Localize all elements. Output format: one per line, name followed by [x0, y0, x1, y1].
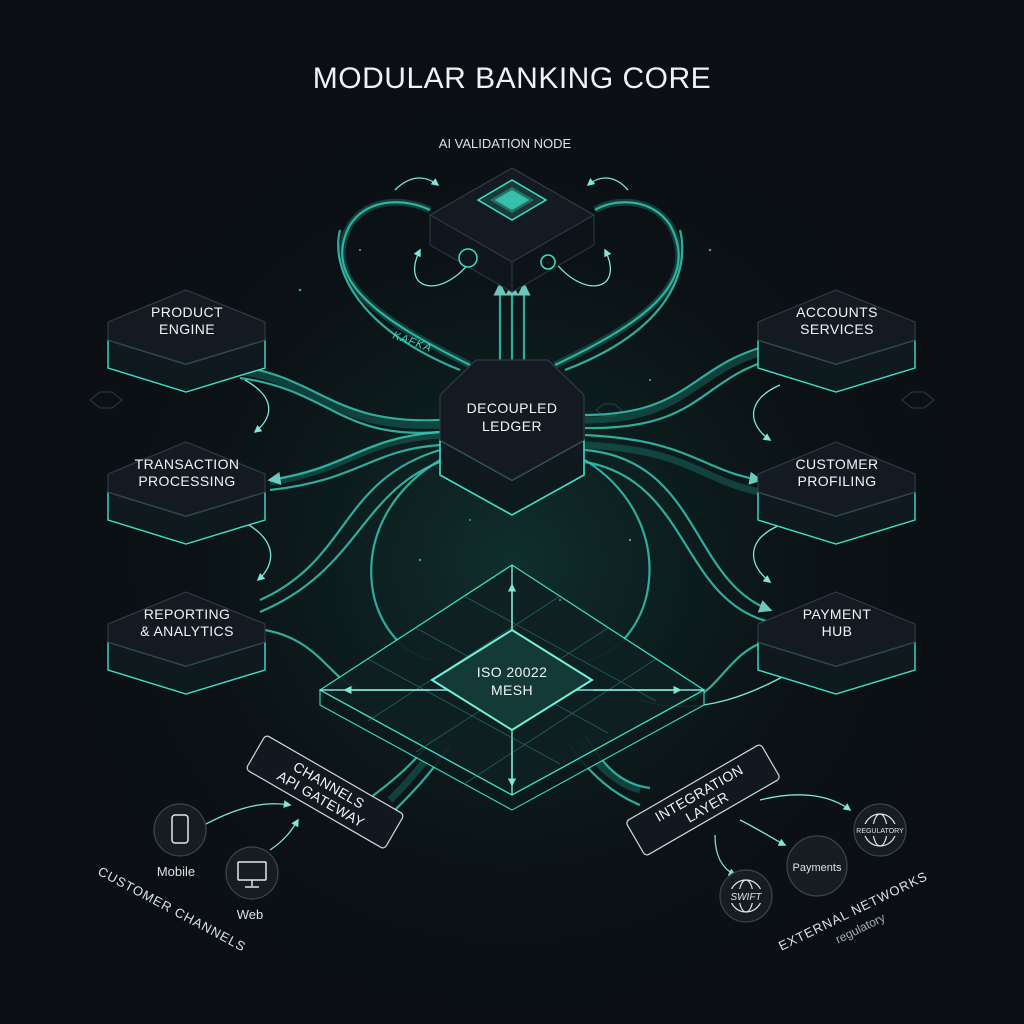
payment-hub-line2: HUB: [822, 623, 853, 639]
customer-profiling-line2: PROFILING: [797, 473, 876, 489]
hex-decorations: [89, 391, 935, 417]
ai-validation-node[interactable]: AI VALIDATION NODE: [428, 136, 596, 293]
reporting-analytics-line1: REPORTING: [144, 606, 231, 622]
iso-mesh-node[interactable]: ISO 20022 MESH: [318, 564, 706, 811]
smartphone-icon: [171, 814, 189, 844]
customer-profiling-node[interactable]: CUSTOMER PROFILING: [757, 441, 916, 545]
transaction-processing-node[interactable]: TRANSACTION PROCESSING: [107, 441, 266, 545]
page-title: MODULAR BANKING CORE: [313, 62, 711, 95]
decoupled-ledger-line2: LEDGER: [482, 418, 542, 434]
transaction-processing-line2: PROCESSING: [138, 473, 235, 489]
mobile-channel[interactable]: Mobile: [153, 803, 207, 879]
ai-validation-label: AI VALIDATION NODE: [439, 136, 572, 151]
monitor-icon: [237, 861, 267, 888]
accounts-services-node[interactable]: ACCOUNTS SERVICES: [757, 289, 916, 393]
payment-hub-line1: PAYMENT: [803, 606, 871, 622]
swift-label: SWIFT: [730, 892, 762, 903]
port-icon: [540, 254, 556, 270]
payment-hub-node[interactable]: PAYMENT HUB: [757, 591, 916, 695]
regulatory-network[interactable]: REGULATORY: [853, 803, 907, 857]
payments-network[interactable]: Payments: [786, 835, 848, 897]
payments-label: Payments: [793, 862, 842, 874]
iso-mesh-line2: MESH: [491, 682, 533, 698]
web-label: Web: [237, 907, 264, 922]
decoupled-ledger-line1: DECOUPLED: [467, 400, 558, 416]
regulatory-badge-label: REGULATORY: [856, 828, 904, 835]
swift-network[interactable]: SWIFT: [719, 869, 773, 923]
sparkles: [298, 248, 712, 601]
product-engine-line1: PRODUCT: [151, 304, 223, 320]
web-channel[interactable]: Web: [225, 846, 279, 922]
mobile-label: Mobile: [157, 864, 195, 879]
reporting-analytics-line2: & ANALYTICS: [140, 623, 234, 639]
chip-icon: [476, 179, 548, 221]
customer-profiling-line1: CUSTOMER: [795, 456, 878, 472]
reporting-analytics-node[interactable]: REPORTING & ANALYTICS: [107, 591, 266, 695]
accounts-services-line1: ACCOUNTS: [796, 304, 878, 320]
port-icon: [458, 248, 478, 268]
product-engine-line2: ENGINE: [159, 321, 215, 337]
transaction-processing-line1: TRANSACTION: [135, 456, 240, 472]
product-engine-node[interactable]: PRODUCT ENGINE: [107, 289, 266, 393]
decoupled-ledger-node[interactable]: DECOUPLED LEDGER: [439, 359, 585, 516]
iso-mesh-line1: ISO 20022: [477, 664, 548, 680]
accounts-services-line2: SERVICES: [800, 321, 874, 337]
